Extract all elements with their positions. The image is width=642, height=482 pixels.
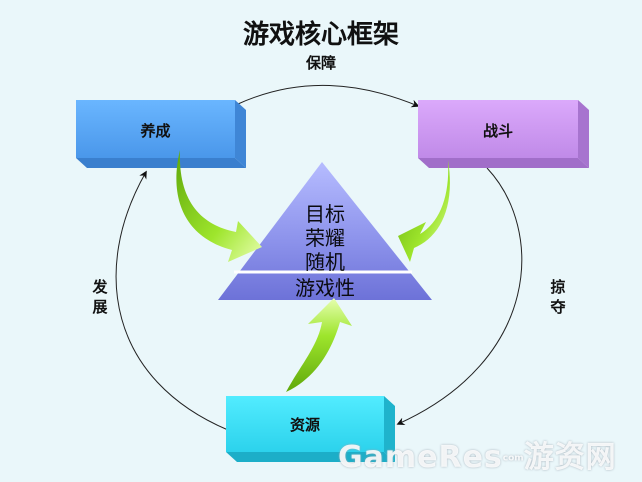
green-arrow-from-cultivate [176, 150, 262, 262]
arc-right [396, 167, 523, 426]
node-battle-box [418, 100, 589, 168]
pyramid-line-glory: 荣耀 [305, 226, 345, 250]
node-cultivate-box [76, 100, 246, 168]
arc-top [237, 84, 420, 108]
watermark-com: com [502, 453, 524, 464]
watermark-cn: 游资网 [523, 440, 617, 475]
edge-label-develop: 发展 [92, 278, 108, 316]
pyramid-core-values: 目标 荣耀 随机 [255, 202, 395, 274]
green-arrow-from-battle [398, 160, 450, 262]
node-label-battle: 战斗 [482, 122, 513, 140]
pyramid-line-random: 随机 [305, 250, 345, 274]
node-label-resources: 资源 [289, 416, 320, 434]
green-arrow-from-resources [286, 298, 352, 392]
watermark-brand: GameRes [338, 440, 503, 475]
pyramid [218, 162, 432, 300]
diagram-title: 游戏核心框架 [242, 20, 399, 50]
pyramid-line-goal: 目标 [305, 202, 345, 226]
node-resources-box [226, 396, 395, 462]
watermark-logo: GameRescom游资网 [338, 432, 628, 476]
pyramid-base-label: 游戏性 [295, 276, 355, 300]
edge-label-guarantee: 保障 [306, 54, 337, 72]
edge-label-plunder: 掠夺 [550, 278, 566, 316]
node-label-cultivate: 养成 [140, 122, 171, 140]
arc-left [115, 170, 229, 431]
